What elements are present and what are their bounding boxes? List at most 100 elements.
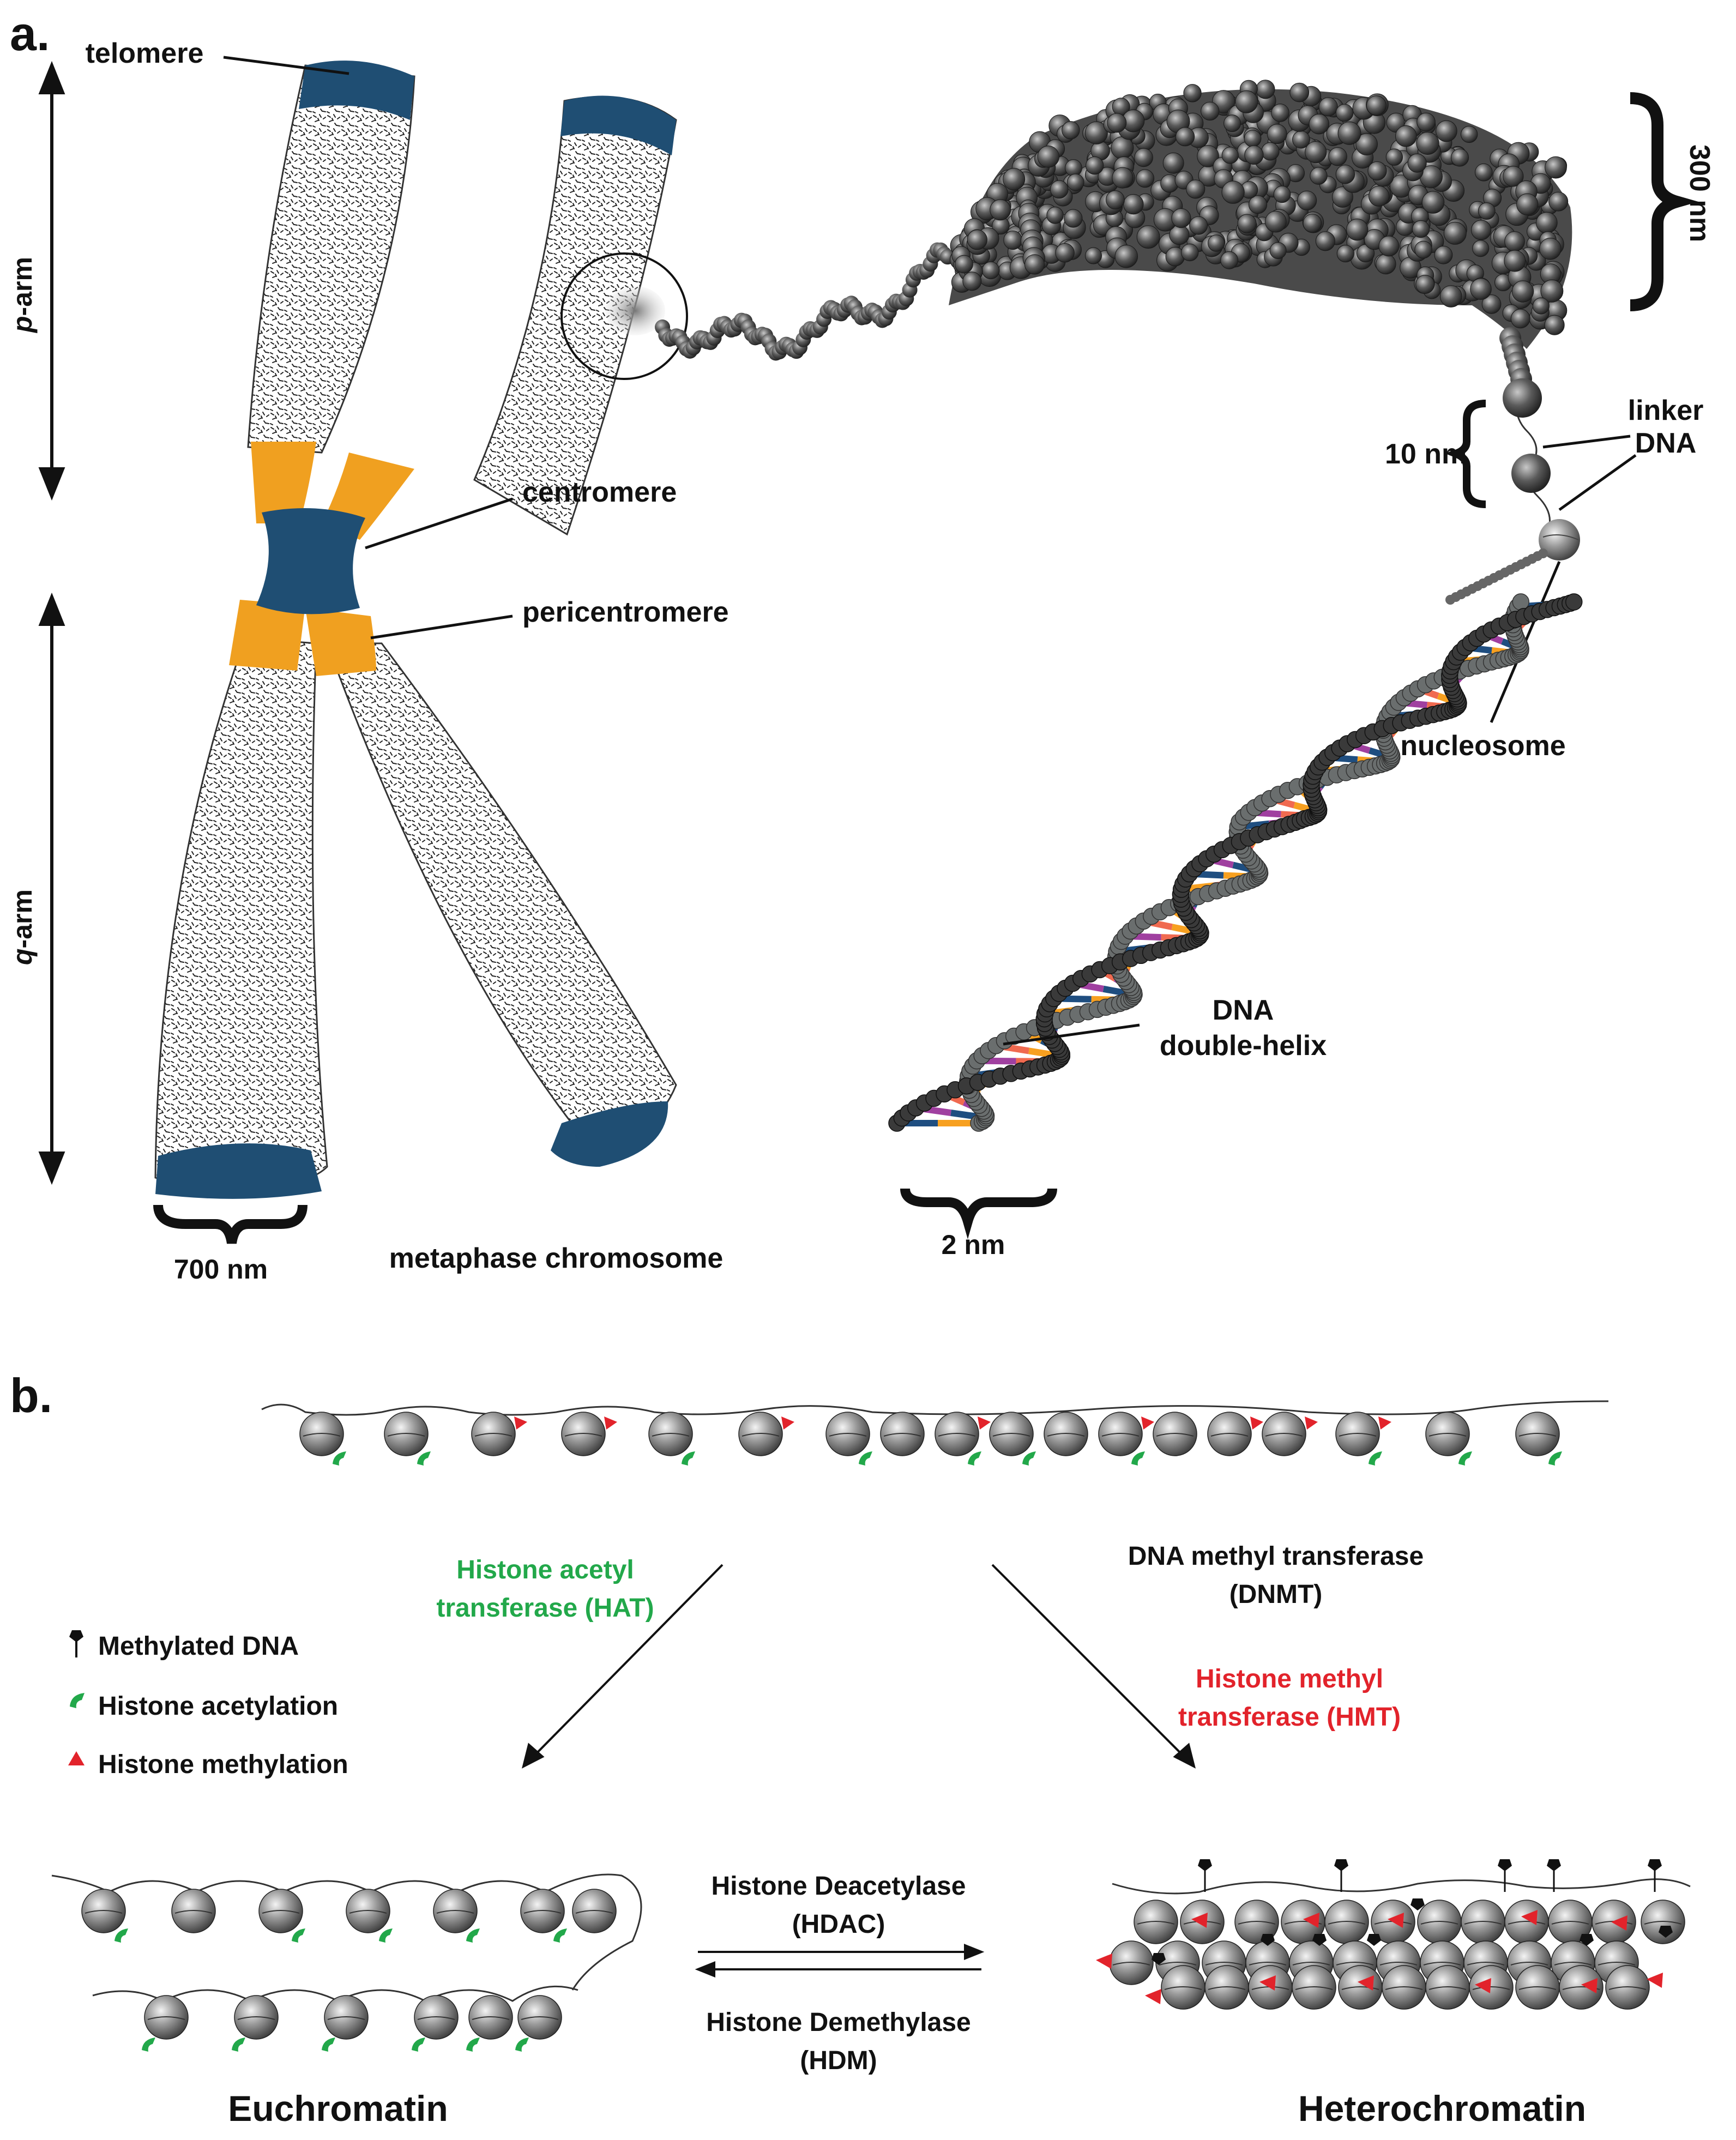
- methyl-dna-mark: [1580, 1934, 1594, 1946]
- chromatin-strand-initial: [261, 1400, 1609, 1466]
- acetyl-mark: [333, 1451, 346, 1466]
- mass-bead: [1181, 243, 1199, 262]
- heterochromatin-label: Heterochromatin: [1298, 2088, 1586, 2129]
- mass-bead: [1385, 148, 1403, 166]
- mass-bead: [1003, 230, 1023, 250]
- nucleosome-bead-3: [1539, 519, 1580, 560]
- zoom-circle: [560, 252, 688, 380]
- mass-bead: [1046, 207, 1064, 224]
- mass-bead: [1544, 315, 1565, 335]
- euchromatin-label: Euchromatin: [228, 2088, 448, 2129]
- mass-bead: [1297, 190, 1317, 210]
- mass-bead: [1475, 163, 1493, 182]
- mass-bead: [1248, 195, 1268, 214]
- dna-label: DNA: [1213, 994, 1274, 1026]
- acetyl-icon: [70, 1693, 85, 1708]
- brace-300nm: [1630, 92, 1698, 311]
- mass-bead: [1244, 130, 1262, 147]
- euchromatin-strands: [51, 1873, 642, 2052]
- acetyl-mark: [412, 2037, 425, 2052]
- mass-bead: [981, 261, 1000, 280]
- mass-bead: [1460, 125, 1478, 143]
- metaphase-chromosome-label: metaphase chromosome: [389, 1243, 724, 1274]
- telomere-right-bottom: [551, 1101, 668, 1167]
- methyl-mark: [1611, 1915, 1628, 1931]
- mass-bead: [1084, 247, 1102, 264]
- mass-bead: [1310, 167, 1328, 185]
- mass-bead: [1176, 127, 1195, 147]
- brace-10nm: [1445, 400, 1486, 508]
- mass-bead: [1481, 294, 1502, 314]
- mass-bead: [1421, 191, 1445, 214]
- legend-methylated-dna: Methylated DNA: [98, 1632, 299, 1661]
- methyl-mark: [1521, 1910, 1538, 1925]
- mass-bead: [1439, 285, 1462, 308]
- mass-bead: [1265, 210, 1287, 233]
- mass-bead: [1003, 168, 1026, 191]
- mass-bead: [1503, 166, 1524, 187]
- mass-bead: [1414, 240, 1432, 259]
- linker-leader-1: [1542, 435, 1631, 449]
- mass-bead: [1516, 193, 1539, 215]
- mass-bead: [1050, 180, 1069, 199]
- metaphase-chromosome: [154, 61, 677, 1199]
- hdac-arrow: [698, 1944, 985, 1960]
- mass-bead: [1443, 221, 1467, 245]
- mass-bead: [1548, 191, 1569, 212]
- mass-bead: [1269, 242, 1287, 260]
- mass-bead: [1532, 297, 1550, 315]
- mass-bead: [1066, 173, 1084, 191]
- q-arm-arrow: [38, 592, 65, 1185]
- methyl-dna-icon: [69, 1630, 83, 1657]
- dnmt-arrow: [991, 1564, 1196, 1769]
- pericentromere-lower: [229, 600, 305, 671]
- mass-bead: [1346, 219, 1369, 241]
- mass-bead: [1436, 120, 1457, 142]
- nucleosome-bead-1: [1503, 378, 1542, 418]
- methyl-dna-mark: [1152, 1953, 1166, 1965]
- chromatid-left-q-arm: [154, 637, 328, 1186]
- methyl-dna-mark: [1367, 1934, 1381, 1946]
- acetyl-mark: [417, 1451, 431, 1466]
- methyl-mark: [781, 1416, 794, 1430]
- dna-double-helix: [888, 548, 1583, 1132]
- telomere-label: telomere: [86, 38, 204, 69]
- mass-bead: [1416, 131, 1439, 155]
- mass-bead: [1114, 244, 1138, 268]
- mass-bead: [1539, 238, 1562, 260]
- mass-bead: [1289, 82, 1310, 103]
- mass-bead: [1189, 216, 1208, 235]
- linker-dna-label: linker: [1628, 395, 1704, 426]
- mass-bead: [1221, 147, 1239, 164]
- telomere-leader: [223, 56, 349, 75]
- hmt-label-1: Histone methyl: [1196, 1665, 1383, 1693]
- acetyl-mark: [142, 2037, 155, 2052]
- mass-bead: [1318, 97, 1338, 117]
- mass-bead: [1335, 104, 1354, 122]
- acetyl-mark: [1022, 1451, 1036, 1466]
- legend: Methylated DNA Histone acetylation Histo…: [68, 1630, 348, 1779]
- mass-bead: [1267, 124, 1287, 144]
- acetyl-mark: [553, 1928, 567, 1943]
- acetyl-mark: [292, 1928, 305, 1943]
- mass-bead: [1123, 194, 1144, 215]
- dnmt-label-2: (DNMT): [1229, 1580, 1323, 1609]
- mass-bead: [1510, 309, 1530, 329]
- telomere-left-top: [299, 61, 414, 120]
- centromere-label: centromere: [522, 477, 677, 508]
- mass-bead: [1303, 214, 1322, 233]
- acetyl-mark: [682, 1451, 695, 1466]
- methyl-mark: [1141, 1416, 1154, 1430]
- mass-bead: [1511, 280, 1534, 303]
- mass-bead: [1055, 243, 1075, 263]
- mass-bead: [1331, 186, 1353, 208]
- mass-bead: [1337, 121, 1361, 145]
- mass-bead: [1369, 185, 1390, 207]
- methyl-histone-icon: [68, 1751, 85, 1765]
- acetyl-mark: [515, 2037, 529, 2052]
- mass-bead: [1536, 212, 1558, 234]
- mass-bead: [1305, 141, 1327, 164]
- dnmt-label-1: DNA methyl transferase: [1128, 1542, 1424, 1571]
- acetyl-mark: [322, 2037, 335, 2052]
- width-10nm-label: 10 nm: [1385, 438, 1467, 470]
